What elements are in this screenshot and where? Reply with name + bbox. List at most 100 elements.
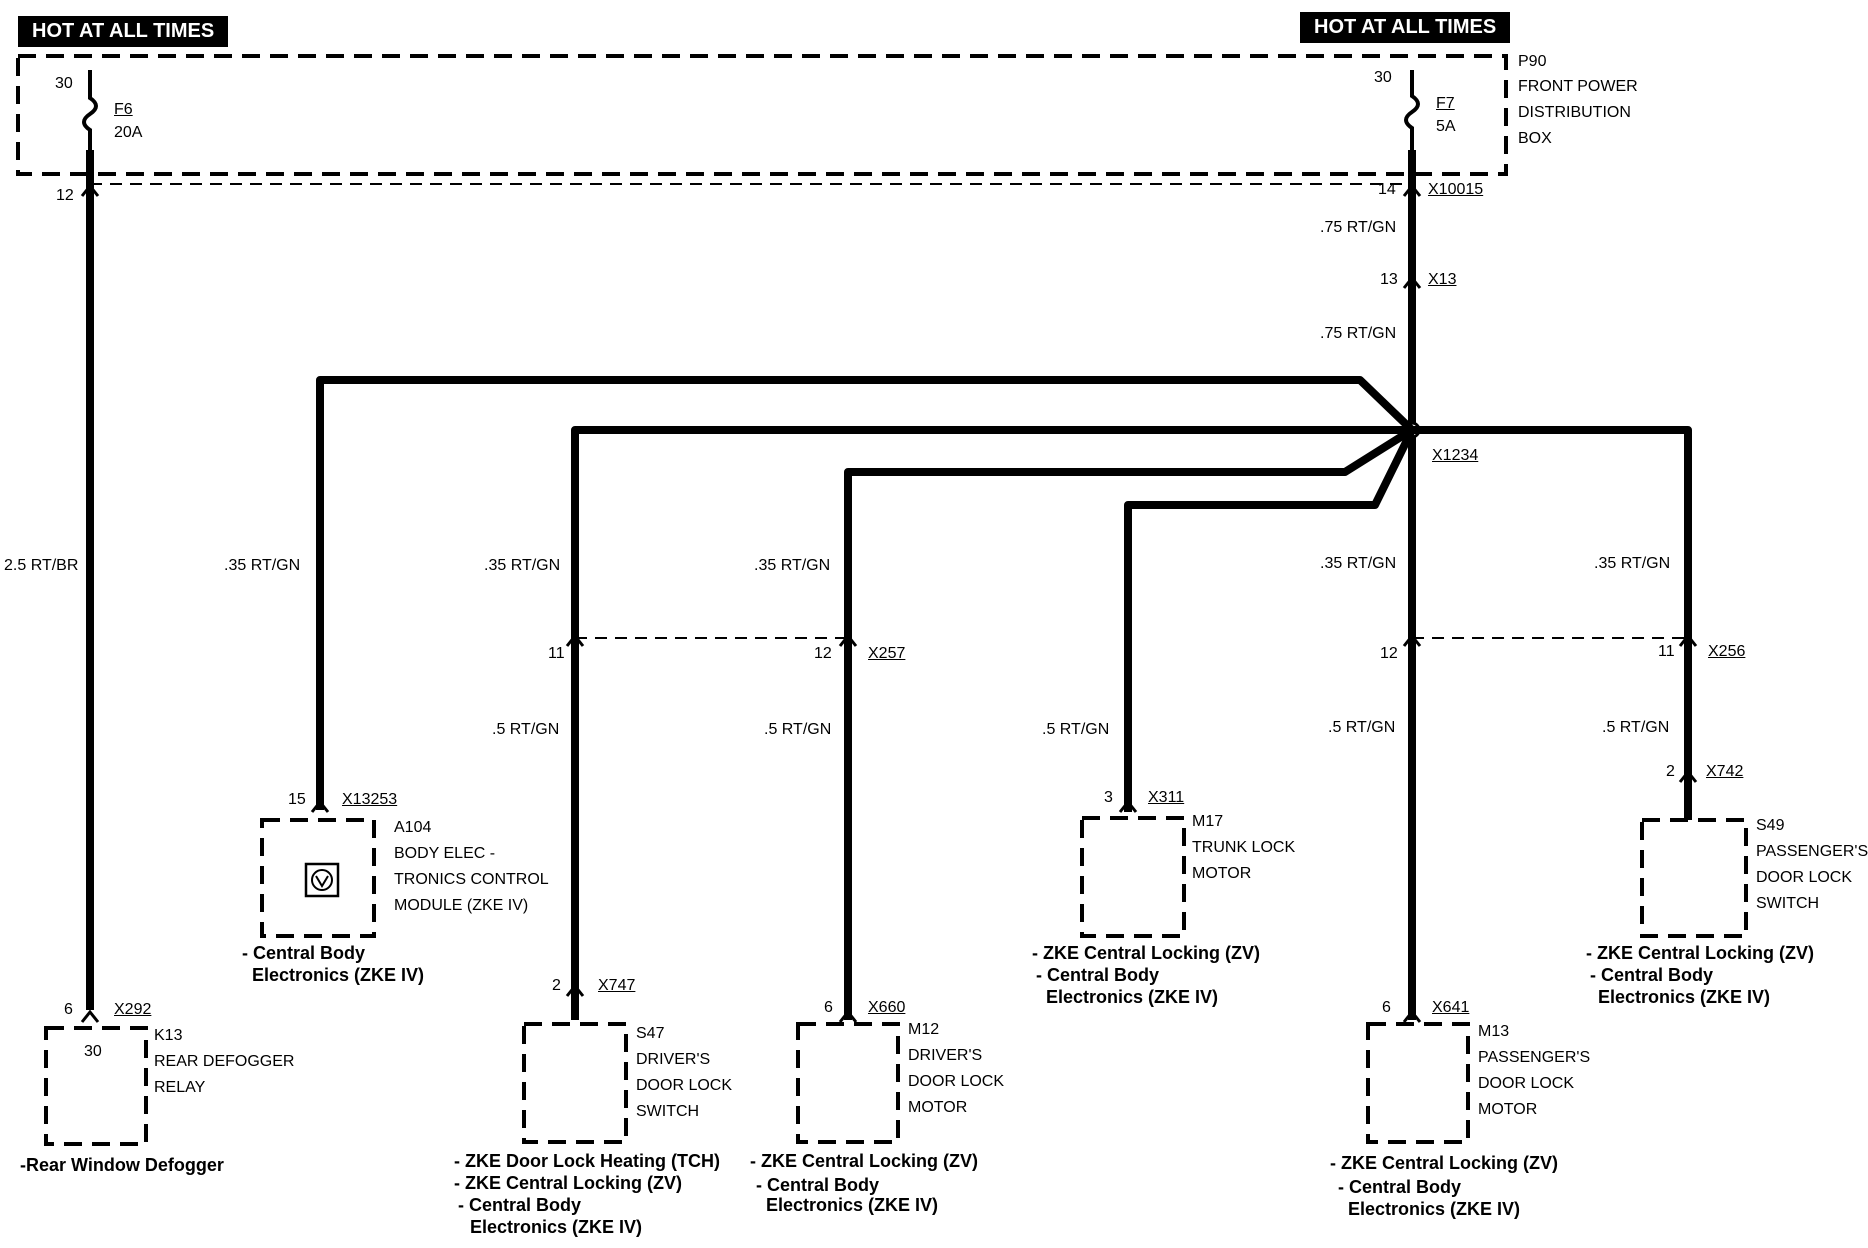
s49-line3: SWITCH (1756, 895, 1820, 912)
f7-connector: X10015 (1428, 181, 1484, 198)
x256-pin-right: 11 (1658, 643, 1675, 660)
f7-name: F7 (1436, 95, 1455, 112)
module-icon (304, 862, 340, 898)
x257-name: X257 (868, 645, 906, 662)
m17-line1: TRUNK LOCK (1192, 839, 1296, 856)
k13-connector: X292 (114, 1001, 152, 1018)
s47-line2: DOOR LOCK (636, 1077, 733, 1094)
a104-note2: Electronics (ZKE IV) (252, 965, 425, 985)
m12-note1: - ZKE Central Locking (ZV) (750, 1151, 979, 1171)
a104-connector: X13253 (342, 791, 398, 808)
m12-outline (796, 1022, 900, 1144)
wire-m12-bot-label: .5 RT/GN (764, 721, 832, 738)
x256-pin-left: 12 (1380, 645, 1398, 662)
fusebox-line3: BOX (1518, 130, 1552, 147)
f7-pin-bottom: 14 (1378, 181, 1396, 198)
s49-connector: X742 (1706, 763, 1744, 780)
f6-pin-top: 30 (55, 75, 73, 92)
wire-s49-top-label: .35 RT/GN (1594, 555, 1671, 572)
wire-s47 (571, 426, 1412, 1020)
wire-s49 (1412, 426, 1692, 820)
s49-line2: DOOR LOCK (1756, 869, 1853, 886)
wire-a104 (316, 376, 1415, 810)
wire-s49-bot-label: .5 RT/GN (1602, 719, 1670, 736)
wire-m13-bot-label: .5 RT/GN (1328, 719, 1396, 736)
x13-pin: 13 (1380, 271, 1398, 288)
f6-name: F6 (114, 101, 133, 118)
s47-note2: - ZKE Central Locking (ZV) (454, 1173, 683, 1193)
m13-line2: DOOR LOCK (1478, 1075, 1575, 1092)
s47-note3: - Central Body (458, 1195, 582, 1215)
hot-label-right: HOT AT ALL TIMES (1300, 12, 1511, 43)
fusebox-line2: DISTRIBUTION (1518, 104, 1631, 121)
hot-label-left: HOT AT ALL TIMES (18, 16, 229, 47)
f6-pin-bottom: 12 (56, 187, 74, 204)
wire-m13-top-label: .35 RT/GN (1320, 555, 1397, 572)
x257-pin-left: 11 (548, 645, 565, 662)
a104-line1: BODY ELEC - (394, 845, 496, 862)
wire-main-mid-label: .75 RT/GN (1320, 325, 1397, 342)
splice-label: X1234 (1432, 447, 1479, 464)
m17-pin: 3 (1104, 789, 1113, 806)
m12-id: M12 (908, 1021, 940, 1038)
m13-pin: 6 (1382, 999, 1391, 1016)
a104-line2: TRONICS CONTROL (394, 871, 549, 888)
x257-pin-right: 12 (814, 645, 832, 662)
m13-outline (1366, 1022, 1470, 1144)
m13-note2: - Central Body (1338, 1177, 1462, 1197)
a104-outline (260, 818, 376, 938)
m17-outline (1080, 816, 1186, 938)
k13-id: K13 (154, 1027, 183, 1044)
module-icon-circle (311, 869, 333, 891)
m13-line3: MOTOR (1478, 1101, 1538, 1118)
a104-pin: 15 (288, 791, 306, 808)
x256-name: X256 (1708, 643, 1746, 660)
k13-inner-pin: 30 (84, 1043, 102, 1060)
m12-pin: 6 (824, 999, 833, 1016)
m12-line3: MOTOR (908, 1099, 968, 1116)
wire-s47-bot-label: .5 RT/GN (492, 721, 560, 738)
m13-id: M13 (1478, 1023, 1510, 1040)
a104-line3: MODULE (ZKE IV) (394, 897, 529, 914)
fusebox-outline (16, 54, 1508, 176)
k13-pin: 6 (64, 1001, 73, 1018)
x13-connector: X13 (1428, 271, 1457, 288)
f7-rating: 5A (1436, 118, 1456, 135)
a104-id: A104 (394, 819, 432, 836)
m12-connector: X660 (868, 999, 906, 1016)
fuse-f7-symbol (1404, 70, 1420, 150)
fuse-f6-symbol (82, 70, 98, 150)
m12-note3: Electronics (ZKE IV) (766, 1195, 939, 1215)
m12-line2: DOOR LOCK (908, 1073, 1005, 1090)
s47-connector: X747 (598, 977, 636, 994)
m17-note1: - ZKE Central Locking (ZV) (1032, 943, 1261, 963)
s47-pin: 2 (552, 977, 561, 994)
a104-note1: - Central Body (242, 943, 366, 963)
connector-pin-marks (80, 183, 1698, 1023)
m12-line1: DRIVER'S (908, 1047, 983, 1064)
s47-id: S47 (636, 1025, 665, 1042)
fusebox-name: P90 (1518, 53, 1547, 70)
s49-note3: Electronics (ZKE IV) (1598, 987, 1771, 1007)
k13-line2: RELAY (154, 1079, 206, 1096)
s47-line3: SWITCH (636, 1103, 700, 1120)
f6-rating: 20A (114, 124, 143, 141)
m13-line1: PASSENGER'S (1478, 1049, 1591, 1066)
k13-note1: -Rear Window Defogger (20, 1155, 224, 1175)
s49-note2: - Central Body (1590, 965, 1714, 985)
s49-line1: PASSENGER'S (1756, 843, 1868, 860)
m13-connector: X641 (1432, 999, 1470, 1016)
s47-outline (522, 1022, 628, 1144)
s47-note4: Electronics (ZKE IV) (470, 1217, 643, 1237)
wire-m12 (844, 426, 1415, 1020)
wire-m17-label: .5 RT/GN (1042, 721, 1110, 738)
m17-connector: X311 (1148, 789, 1185, 806)
m13-note3: Electronics (ZKE IV) (1348, 1199, 1521, 1219)
k13-outline (44, 1026, 148, 1146)
m17-note2: - Central Body (1036, 965, 1160, 985)
module-icon-mark (315, 875, 329, 888)
wire-main-top-label: .75 RT/GN (1320, 219, 1397, 236)
wire-s47-top-label: .35 RT/GN (484, 557, 561, 574)
s49-note1: - ZKE Central Locking (ZV) (1586, 943, 1815, 963)
